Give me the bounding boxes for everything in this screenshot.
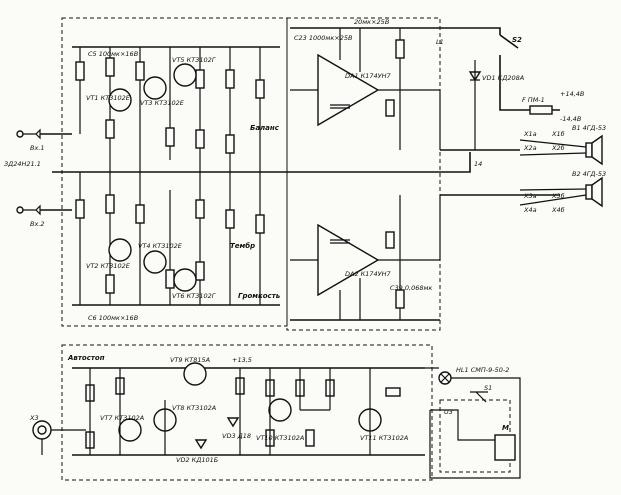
fuse-f: [529, 105, 553, 115]
motor-m-label: M: [502, 424, 509, 432]
amp-cap-c41-label: C39 0,068мк: [390, 284, 432, 292]
vt9-label: VT9 КТ815А: [170, 356, 210, 364]
vd2-label: VD2 КД101Б: [176, 456, 219, 464]
amp-components: [330, 39, 405, 309]
lower-channel-wiring: [79, 172, 261, 305]
connector-x2b-label: X2б: [551, 144, 565, 152]
vt7-label: VT7 КТ3102А: [100, 414, 144, 422]
amp-top-cap-label: 20мк×25В: [354, 18, 390, 26]
upper-channel-wiring: [79, 47, 261, 172]
transistor-vt5-label: VT5 КТ3102Г: [172, 56, 217, 64]
supply-plus-label: +14,4В: [560, 90, 585, 98]
cap-c6-label: C6 100мк×16В: [88, 314, 139, 322]
amp-ic-top: [317, 53, 380, 127]
autostop-title: Автостоп: [67, 354, 105, 362]
connector-x3b-label: X3б: [551, 192, 565, 200]
output-rails: [440, 149, 560, 196]
control-balance-label: Баланс: [250, 124, 280, 132]
diode-vd1-label: VD1 КД208А: [482, 74, 524, 82]
connector-x3a-label: X3а: [523, 192, 537, 200]
input-connector-2: [16, 204, 72, 216]
input-2-label: Вх.2: [30, 220, 45, 228]
tube-label: ЗД24Н21.1: [4, 160, 41, 168]
vd3-label: VD3 Д18: [222, 432, 251, 440]
lamp-hl1-label: HL1 СМП-9-50-2: [456, 366, 509, 374]
vt11-label: VT11 КТ3102А: [360, 434, 408, 442]
ic-bottom-label: DA2 К174УН7: [345, 270, 392, 278]
input-connector-1: [16, 128, 72, 140]
relay-s1: [470, 391, 488, 403]
lower-channel-components: [75, 194, 265, 294]
autostop-wiring: [89, 368, 371, 455]
amp-io-wiring: [290, 89, 441, 261]
transistor-vt1-label: VT1 КТ3102Е: [86, 94, 131, 102]
switch-s2: [499, 34, 519, 49]
transistor-vt3-label: VT3 КТ3102Е: [140, 99, 185, 107]
diode-wiring: [470, 60, 480, 150]
vt8-label: VT8 КТ3102А: [172, 404, 216, 412]
power-amp-block-outline: [286, 17, 441, 331]
motor-wiring: [430, 409, 495, 441]
input-1-label: Вх.1: [30, 144, 45, 152]
connector-x1b-label: X1б: [551, 130, 565, 138]
speaker-b1-label: B1 4ГД-53: [572, 124, 606, 132]
speaker-wiring: [519, 139, 587, 206]
motor-m-icon: [494, 434, 516, 461]
relay-s1-label: S1: [484, 384, 492, 392]
amp-cap-c23-label: C23 1000мк×25В: [294, 34, 353, 42]
speaker-b2-label: B2 4ГД-53: [572, 170, 606, 178]
cap-c5-label: C5 100мк×16В: [88, 50, 139, 58]
connector-x4a-label: X4а: [523, 206, 537, 214]
control-volume-label: Громкость: [238, 292, 280, 300]
node-14-label: 14: [474, 160, 482, 168]
ground-rail: [52, 152, 471, 173]
supply-minus-label: -14,4В: [560, 115, 582, 123]
autostop-input-label: X3: [29, 414, 39, 422]
speaker-b1-icon: [585, 134, 603, 166]
speaker-b2-icon: [585, 176, 603, 208]
choke-l1-label: L1: [436, 38, 444, 46]
connector-x2a-label: X2а: [523, 144, 537, 152]
switch-s2-label: S2: [512, 36, 522, 44]
autostop-supply-label: +13,5: [232, 356, 252, 364]
autostop-block-outline: [61, 344, 433, 481]
vt10-label: VT10 КТ3102А: [256, 434, 304, 442]
lamp-wiring: [425, 367, 521, 479]
transistor-vt2-label: VT2 КТ3102Е: [86, 262, 131, 270]
autostop-input-connector: [32, 420, 86, 455]
lamp-hl1-icon: [438, 371, 452, 385]
transistor-vt4-label: VT4 КТ3102Е: [138, 242, 183, 250]
ic-top-label: DA1 К174УН7: [345, 72, 392, 80]
connector-x1a-label: X1а: [523, 130, 537, 138]
connector-x4b-label: X4б: [551, 206, 565, 214]
fuse-label: F ПМ-1: [522, 96, 545, 104]
motor-block-label: U3: [444, 408, 453, 416]
amp-ic-bottom: [317, 223, 380, 297]
upper-channel-components: [75, 57, 265, 154]
amp-supply-wiring: [339, 28, 401, 320]
transistor-vt6-label: VT6 КТ3102Г: [172, 292, 217, 300]
control-timbre-label: Тембр: [230, 242, 255, 250]
